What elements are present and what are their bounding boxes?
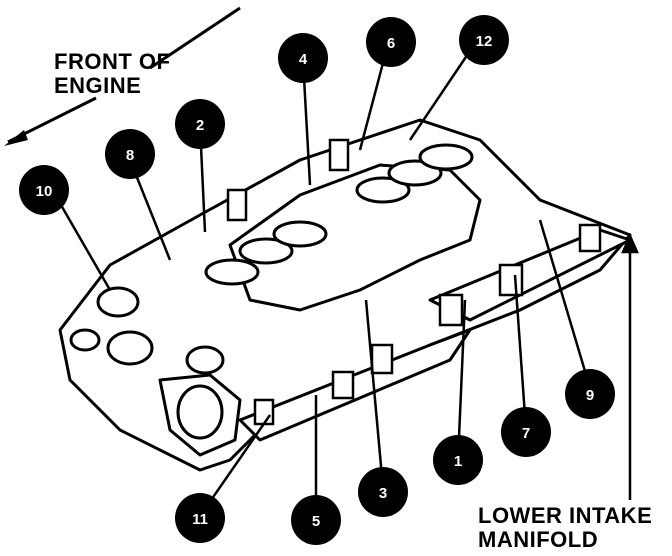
callout-markers: 1 2 3 4 5 6 7 8	[19, 15, 615, 545]
callout-8-label: 8	[126, 147, 134, 164]
callout-1-label: 1	[454, 453, 462, 470]
callout-5: 5	[291, 495, 341, 545]
callout-5-label: 5	[312, 513, 320, 530]
callout-10-label: 10	[36, 183, 53, 200]
callout-6: 6	[366, 17, 416, 67]
front-direction-arrow	[4, 6, 241, 146]
callout-6-label: 6	[387, 35, 395, 52]
lower-intake-manifold-label: LOWER INTAKE MANIFOLD	[478, 504, 652, 552]
callout-7-label: 7	[522, 425, 530, 442]
callout-1: 1	[433, 435, 483, 485]
manifold-label-line-2: MANIFOLD	[478, 527, 599, 552]
front-label-line-2: ENGINE	[54, 73, 142, 98]
callout-7: 7	[501, 407, 551, 457]
callout-2: 2	[175, 99, 225, 149]
callout-4: 4	[278, 33, 328, 83]
callout-3-label: 3	[379, 485, 387, 502]
bolt-tabs	[226, 138, 602, 426]
callout-3: 3	[358, 467, 408, 517]
callout-2-label: 2	[196, 117, 204, 134]
callout-8: 8	[105, 129, 155, 179]
callout-11: 11	[175, 493, 225, 543]
callout-4-label: 4	[299, 51, 308, 68]
callout-9-label: 9	[586, 387, 594, 404]
callout-10: 10	[19, 165, 69, 215]
manifold-body	[58, 118, 632, 472]
callout-11-label: 11	[192, 511, 208, 528]
front-of-engine-label: FRONT OF ENGINE	[54, 50, 170, 98]
callout-9: 9	[565, 369, 615, 419]
manifold-label-line-1: LOWER INTAKE	[478, 503, 653, 528]
callout-12-label: 12	[476, 33, 493, 50]
callout-12: 12	[459, 15, 509, 65]
front-label-line-1: FRONT OF	[54, 49, 171, 74]
